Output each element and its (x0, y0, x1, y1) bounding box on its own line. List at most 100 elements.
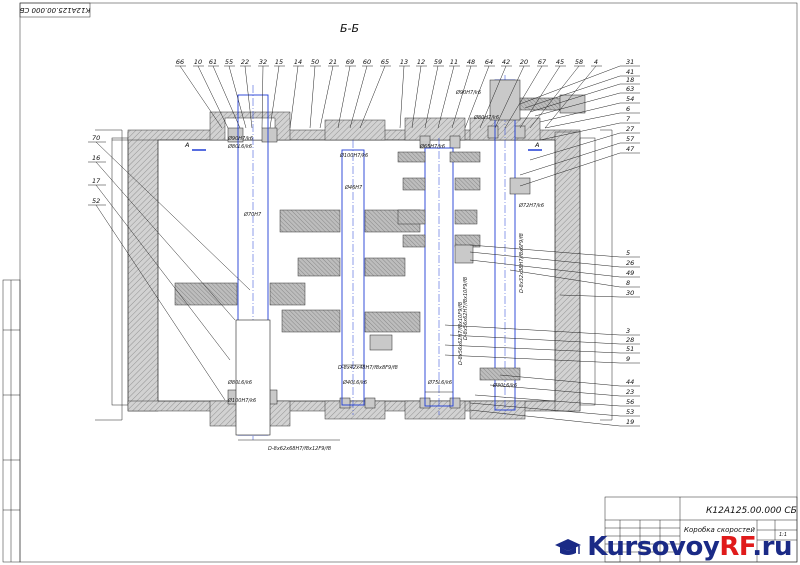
leader-line (469, 251, 621, 268)
callout-label: 14 (294, 58, 302, 66)
callout-label: 9 (626, 355, 630, 363)
leader-line (444, 344, 621, 354)
title-block-name: Коробка скоростей (684, 526, 755, 534)
callout-label: 4 (594, 58, 598, 66)
leader-line (451, 65, 472, 129)
dimension-lines (238, 364, 453, 441)
leader-line (539, 102, 621, 123)
callout-label: 69 (346, 58, 354, 66)
leader-line (228, 65, 247, 129)
leader-line (197, 65, 229, 129)
callout-label: 49 (626, 269, 634, 277)
dimension-label: D-8х42х48Н7/f8х8F9/f8 (338, 365, 398, 371)
leader-line (489, 384, 621, 397)
callout-label: 3 (626, 327, 630, 335)
callout-label: 58 (575, 58, 583, 66)
callout-label: 59 (434, 58, 442, 66)
dimension-label: D-8х62х68Н7/f8х12F9/f8 (268, 446, 331, 452)
callout-label: 12 (417, 58, 425, 66)
callout-label: 45 (556, 58, 564, 66)
dimension-label: D-8х56х62Н7/f8х10F9/f8 (463, 277, 469, 340)
leader-line (494, 65, 525, 129)
graduation-cap-icon (555, 539, 582, 555)
watermark-text-1: Kursovoy (587, 532, 720, 562)
leader-line (399, 65, 405, 129)
leader-line (469, 402, 621, 417)
callout-label: 44 (626, 378, 634, 386)
svg-text:А: А (534, 141, 539, 149)
dimension-label: D-8х56х62Н7/f8х10F9/f8 (458, 302, 464, 365)
callout-label: 19 (626, 418, 634, 426)
callout-label: 22 (241, 58, 249, 66)
leader-line (504, 65, 543, 129)
dimension-label: Ø90Н7/k6 (227, 135, 253, 142)
gearbox-housing (95, 129, 613, 421)
callout-label: 42 (502, 58, 510, 66)
leader-line (449, 334, 621, 345)
callout-label: 21 (329, 58, 337, 66)
leader-line (529, 132, 621, 161)
svg-text:А: А (184, 141, 189, 149)
leader-line (519, 65, 561, 129)
leader-line (559, 294, 621, 298)
leader-line (474, 394, 621, 407)
dimension-label: D-8х32х38Н7/f8х6F9/f8 (519, 233, 525, 293)
leader-line (411, 65, 422, 129)
leader-line (95, 161, 236, 321)
leader-line (424, 65, 439, 129)
leader-line (509, 269, 621, 288)
callout-label: 27 (626, 125, 635, 133)
title-block-scale: 1:1 (779, 532, 787, 538)
dimension-label: Ø100Н7/k6 (227, 397, 256, 404)
leader-line (534, 92, 621, 117)
leader-line (469, 259, 621, 278)
watermark-text-3: .ru (752, 532, 792, 562)
leader-line (529, 65, 580, 129)
leader-line (469, 244, 621, 258)
dimension-label: Ø100Н7/k6 (339, 152, 368, 159)
dimension-label: Ø65Н7/k6 (419, 143, 445, 150)
callout-label: 53 (626, 408, 634, 416)
callout-label: 64 (485, 58, 493, 66)
watermark-text-2: RF (719, 532, 753, 562)
leader-line (309, 65, 316, 129)
callout-label: 26 (626, 259, 634, 267)
callout-label: 54 (626, 95, 634, 103)
leader-line (544, 112, 621, 129)
title-block: К12А125.00.000 СБ Коробка скоростей 1:1 (604, 496, 798, 563)
leader-line (289, 65, 299, 129)
leader-line (469, 409, 621, 427)
callout-label: 28 (626, 336, 634, 344)
dimension-label: Ø80L6/k6 (227, 379, 252, 386)
leader-line (359, 65, 386, 129)
callout-label: 31 (626, 58, 634, 66)
callout-label: 47 (626, 145, 635, 153)
callout-label: 20 (520, 58, 528, 66)
corner-stamp-text: К12А125.00.000 СБ (19, 6, 90, 14)
shafts (235, 75, 516, 440)
leader-line (261, 65, 264, 129)
callout-label: 55 (225, 58, 233, 66)
callout-label: 65 (381, 58, 389, 66)
leader-line (349, 65, 368, 129)
callout-label: 63 (626, 85, 634, 93)
callout-label: 17 (92, 177, 101, 185)
leader-line (544, 65, 597, 129)
callout-label: 8 (626, 279, 630, 287)
leader-line (212, 65, 241, 129)
callout-label: 15 (275, 58, 283, 66)
callout-label: 30 (626, 289, 634, 297)
leader-line (444, 324, 621, 336)
leader-line (524, 75, 621, 109)
leader-line (437, 65, 455, 129)
leader-line (95, 204, 226, 401)
dimensions-layer: Ø90Н7/k6Ø80L6/k6Ø70Н7Ø100Н7/k6Ø46Н7Ø65Н7… (227, 89, 544, 452)
callout-label: 48 (467, 58, 475, 66)
leader-line (499, 374, 621, 387)
watermark: KursovoyRF.ru (553, 532, 792, 562)
leader-line (464, 65, 490, 129)
leader-line (95, 184, 231, 361)
